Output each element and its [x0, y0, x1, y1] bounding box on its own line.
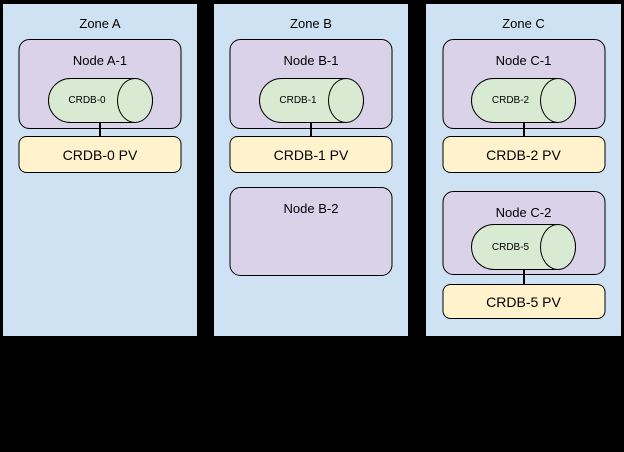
node-b1: Node B-1 CRDB-1 — [229, 39, 393, 129]
crdb-2-pv-connector-line — [522, 123, 525, 137]
crdb-0-pv-box: CRDB-0 PV — [18, 136, 182, 173]
crdb-2-label: CRDB-2 — [491, 95, 530, 106]
crdb-0-pv-label: CRDB-0 PV — [62, 146, 138, 163]
crdb-5-pv-connector-line — [522, 270, 525, 285]
crdb-0-label: CRDB-0 — [68, 95, 106, 106]
node-c2-label: Node C-2 — [495, 205, 552, 220]
crdb-5-pv-box: CRDB-5 PV — [442, 284, 605, 319]
crdb-5-cylinder: CRDB-5 — [471, 224, 576, 270]
node-c1-label: Node C-1 — [495, 53, 552, 68]
zone-c: Zone C Node C-1 CRDB-2 CRDB-2 PV Node C-… — [425, 3, 622, 337]
node-c1: Node C-1 CRDB-2 — [442, 39, 605, 129]
cylinder-cap-icon — [116, 78, 153, 123]
zone-b-title: Zone B — [290, 16, 332, 31]
cylinder-cap-icon — [540, 78, 576, 123]
node-a1-label: Node A-1 — [72, 53, 128, 68]
crdb-1-pv-label: CRDB-1 PV — [273, 146, 349, 163]
node-c2: Node C-2 CRDB-5 — [442, 191, 605, 275]
crdb-1-pv-box: CRDB-1 PV — [229, 136, 393, 173]
zone-b: Zone B Node B-1 CRDB-1 CRDB-1 PV Node B-… — [213, 3, 409, 337]
cylinder-cap-icon — [540, 224, 576, 270]
crdb-2-cylinder: CRDB-2 — [471, 78, 576, 123]
cylinder-cap-icon — [327, 78, 364, 123]
crdb-2-pv-label: CRDB-2 PV — [486, 146, 561, 163]
crdb-1-cylinder: CRDB-1 — [258, 78, 364, 123]
zone-a: Zone A Node A-1 CRDB-0 CRDB-0 PV — [2, 3, 198, 337]
crdb-0-pv-connector-line — [99, 123, 101, 137]
node-b2: Node B-2 — [229, 187, 393, 276]
node-a1: Node A-1 CRDB-0 — [18, 39, 182, 129]
node-b1-label: Node B-1 — [283, 53, 339, 68]
crdb-5-pv-label: CRDB-5 PV — [486, 293, 561, 310]
crdb-2-pv-box: CRDB-2 PV — [442, 136, 605, 173]
crdb-1-label: CRDB-1 — [279, 95, 317, 106]
crdb-1-pv-connector-line — [310, 123, 312, 137]
crdb-0-cylinder: CRDB-0 — [47, 78, 153, 123]
node-b2-label: Node B-2 — [283, 201, 339, 216]
zone-c-title: Zone C — [502, 16, 545, 31]
zone-a-title: Zone A — [79, 16, 121, 31]
crdb-5-label: CRDB-5 — [491, 241, 530, 253]
